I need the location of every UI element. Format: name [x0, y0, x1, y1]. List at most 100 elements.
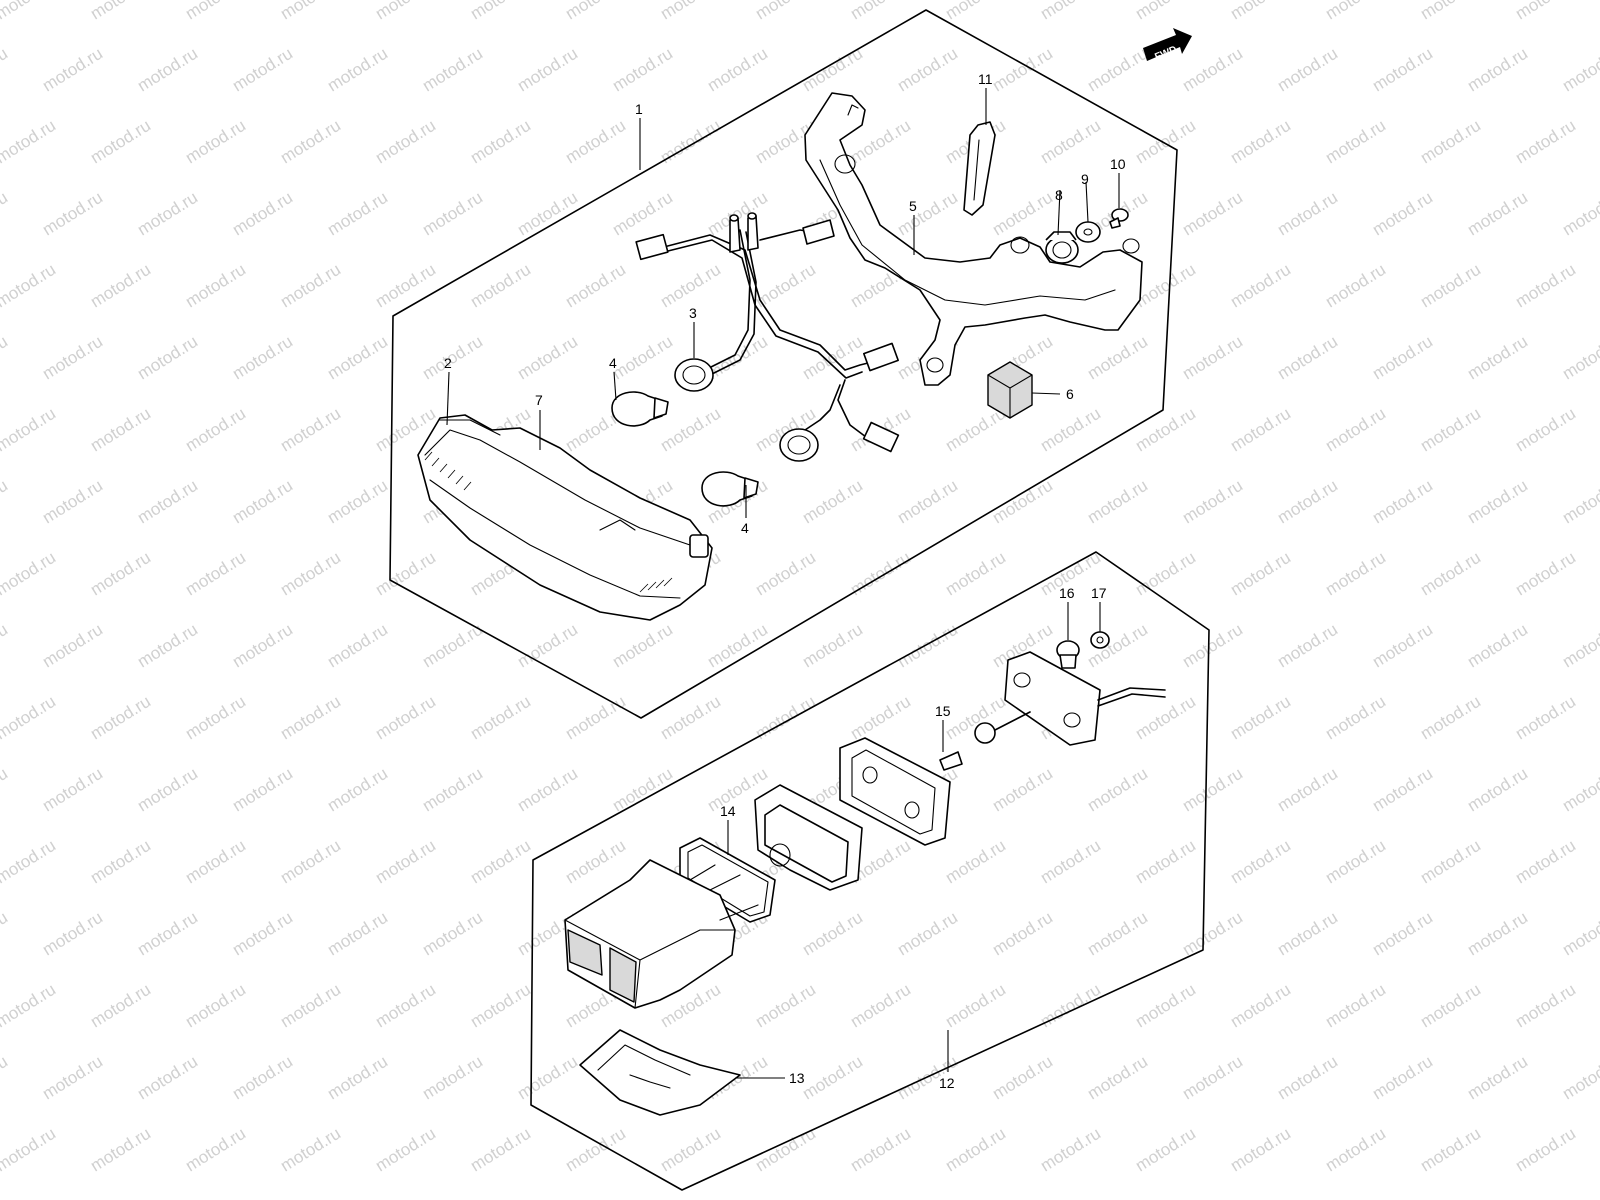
watermark-text: motod.ru	[467, 116, 534, 168]
watermark-text: motod.ru	[372, 548, 439, 600]
watermark-text: motod.ru	[1559, 44, 1600, 96]
watermark-text: motod.ru	[847, 980, 914, 1032]
watermark-text: motod.ru	[1179, 620, 1246, 672]
watermark-text: motod.ru	[1322, 692, 1389, 744]
watermark-text: motod.ru	[1227, 1124, 1294, 1176]
watermark-text: motod.ru	[894, 620, 961, 672]
license-lamp-base-part	[1004, 651, 1166, 746]
watermark-text: motod.ru	[1227, 692, 1294, 744]
watermark-text: motod.ru	[609, 188, 676, 240]
callout-labels: 1 2 3 4 4 5 6 7 8 9 10 11 12 13 14 15 16…	[444, 71, 1126, 1091]
watermark-text: motod.ru	[752, 548, 819, 600]
watermark-text: motod.ru	[1132, 1124, 1199, 1176]
watermark-text: motod.ru	[182, 836, 249, 888]
watermark-text: motod.ru	[39, 620, 106, 672]
callout-2: 2	[444, 355, 452, 371]
watermark-text: motod.ru	[1559, 476, 1600, 528]
watermark-text: motod.ru	[562, 1124, 629, 1176]
callout-1: 1	[635, 101, 643, 117]
watermark-text: motod.ru	[0, 404, 59, 456]
callout-9: 9	[1081, 171, 1089, 187]
watermark-text: motod.ru	[942, 1124, 1009, 1176]
watermark-text: motod.ru	[514, 332, 581, 384]
watermark-text: motod.ru	[894, 476, 961, 528]
callout-13: 13	[789, 1070, 805, 1086]
watermark-text: motod.ru	[419, 188, 486, 240]
watermark-text: motod.ru	[1512, 116, 1579, 168]
watermark-text: motod.ru	[1464, 764, 1531, 816]
callout-6: 6	[1066, 386, 1074, 402]
watermark-text: motod.ru	[799, 476, 866, 528]
wiring-harness	[635, 212, 900, 453]
watermark-text: motod.ru	[704, 44, 771, 96]
grommet-part	[1045, 231, 1079, 264]
leader-lines	[446, 88, 1120, 1079]
watermark-text: motod.ru	[894, 44, 961, 96]
watermark-text: motod.ru	[799, 44, 866, 96]
watermark-text: motod.ru	[1369, 1052, 1436, 1104]
watermark-text: motod.ru	[847, 548, 914, 600]
watermark-text: motod.ru	[1417, 404, 1484, 456]
watermark-text: motod.ru	[1464, 908, 1531, 960]
watermark-text: motod.ru	[182, 980, 249, 1032]
watermark-text: motod.ru	[182, 0, 249, 23]
callout-11: 11	[978, 71, 993, 87]
watermark-text: motod.ru	[1417, 980, 1484, 1032]
watermark-text: motod.ru	[0, 1052, 11, 1104]
watermark-text: motod.ru	[942, 980, 1009, 1032]
watermark-text: motod.ru	[277, 692, 344, 744]
watermark-text: motod.ru	[1132, 548, 1199, 600]
callout-4b: 4	[741, 520, 749, 536]
watermark-text: motod.ru	[562, 116, 629, 168]
watermark-text: motod.ru	[134, 764, 201, 816]
upper-group-frame	[389, 9, 1178, 719]
watermark-text: motod.ru	[1559, 332, 1600, 384]
watermark-text: motod.ru	[134, 620, 201, 672]
watermark-text: motod.ru	[39, 908, 106, 960]
watermark-text: motod.ru	[1417, 548, 1484, 600]
watermark-text: motod.ru	[609, 44, 676, 96]
watermark-text: motod.ru	[0, 260, 59, 312]
watermark-text: motod.ru	[847, 0, 914, 23]
lamp-lens-part	[754, 784, 863, 891]
watermark-text: motod.ru	[1417, 116, 1484, 168]
watermark-text: motod.ru	[1132, 116, 1199, 168]
watermark-text: motod.ru	[704, 620, 771, 672]
watermark-text: motod.ru	[1322, 404, 1389, 456]
watermark-text: motod.ru	[467, 692, 534, 744]
watermark-text: motod.ru	[942, 836, 1009, 888]
watermark-text: motod.ru	[39, 44, 106, 96]
watermark-text: motod.ru	[87, 1124, 154, 1176]
watermark-text: motod.ru	[277, 980, 344, 1032]
watermark-text: motod.ru	[1037, 836, 1104, 888]
watermark-text: motod.ru	[182, 1124, 249, 1176]
watermark-text: motod.ru	[87, 116, 154, 168]
watermark-text: motod.ru	[1179, 188, 1246, 240]
watermark-text: motod.ru	[1559, 908, 1600, 960]
watermark-text: motod.ru	[419, 332, 486, 384]
watermark-text: motod.ru	[657, 260, 724, 312]
watermark-text: motod.ru	[1227, 116, 1294, 168]
watermark-text: motod.ru	[324, 476, 391, 528]
watermark-text: motod.ru	[1037, 0, 1104, 23]
watermark-text: motod.ru	[514, 44, 581, 96]
watermark-text: motod.ru	[1132, 980, 1199, 1032]
watermark-text: motod.ru	[1179, 1052, 1246, 1104]
watermark-text: motod.ru	[657, 692, 724, 744]
watermark-text: motod.ru	[1179, 44, 1246, 96]
callout-12: 12	[939, 1075, 955, 1091]
watermark-text: motod.ru	[1369, 908, 1436, 960]
watermark-layer: motod.ru motod.ru motod.ru motod.ru motod.ru…	[0, 0, 1600, 1175]
watermark-text: motod.ru	[277, 0, 344, 23]
watermark-text: motod.ru	[277, 548, 344, 600]
watermark-text: motod.ru	[419, 764, 486, 816]
watermark-text: motod.ru	[1322, 1124, 1389, 1176]
watermark-text: motod.ru	[1274, 332, 1341, 384]
watermark-text: motod.ru	[799, 908, 866, 960]
tail-lamp-part	[417, 414, 713, 621]
watermark-text: motod.ru	[847, 1124, 914, 1176]
callout-16: 16	[1059, 585, 1075, 601]
watermark-text: motod.ru	[467, 1124, 534, 1176]
watermark-text: motod.ru	[1417, 836, 1484, 888]
